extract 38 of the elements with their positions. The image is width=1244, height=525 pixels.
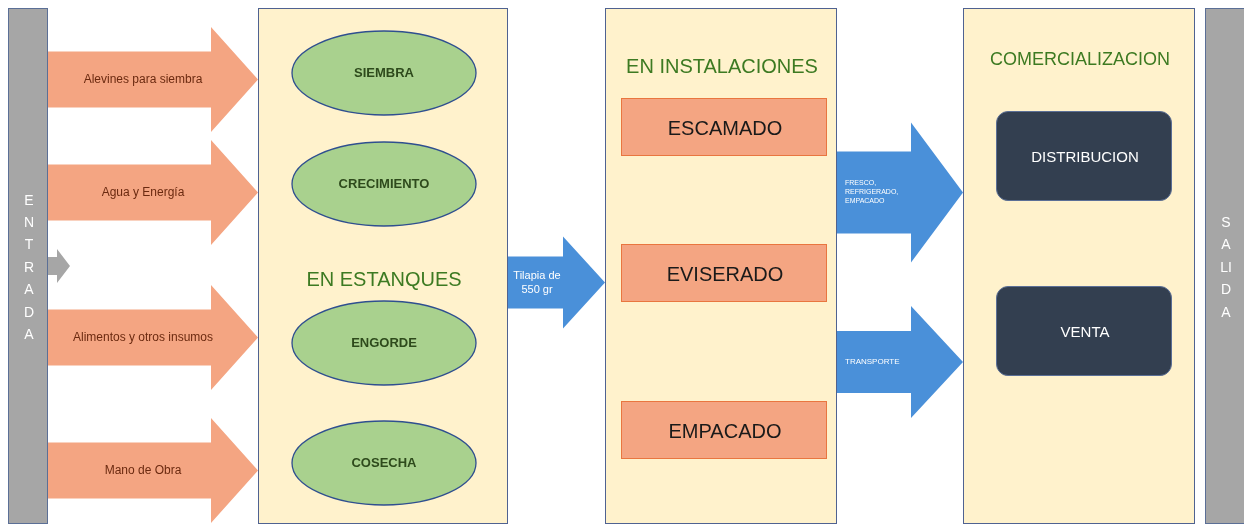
label-text: EVISERADO xyxy=(666,261,784,287)
label-text: ENGORDE xyxy=(351,334,417,352)
label-text: SALIDA xyxy=(1219,213,1233,322)
label-text: COSECHA xyxy=(351,454,417,472)
stage-panel xyxy=(258,8,508,524)
edge-label: Alimentos y otros insumos xyxy=(71,329,215,346)
process-box xyxy=(621,401,827,459)
process-box xyxy=(621,244,827,302)
block-arrow xyxy=(508,236,605,329)
block-arrow xyxy=(837,122,963,263)
process-box xyxy=(996,286,1172,376)
label-text: DISTRIBUCION xyxy=(1031,147,1139,167)
panel-title: EN ESTANQUES xyxy=(306,266,462,292)
stage-panel xyxy=(605,8,837,524)
label-text: ENTRADA xyxy=(22,190,36,344)
edge-label: Alevines para siembra xyxy=(82,71,204,88)
side-bar xyxy=(8,8,48,524)
block-arrow xyxy=(48,418,258,523)
label-text: SIEMBRA xyxy=(354,64,414,82)
label-text: CRECIMIENTO xyxy=(338,175,430,193)
block-arrow xyxy=(48,27,258,132)
panel-title: EN INSTALACIONES xyxy=(626,53,818,79)
stage-panel xyxy=(963,8,1195,524)
side-bar xyxy=(1205,8,1244,524)
block-arrow xyxy=(48,249,70,283)
process-box xyxy=(996,111,1172,201)
block-arrow xyxy=(837,306,963,418)
block-arrow xyxy=(48,285,258,390)
block-arrow xyxy=(48,140,258,245)
edge-label: Mano de Obra xyxy=(103,462,183,479)
label-text: ESCAMADO xyxy=(667,115,783,141)
edge-label: Agua y Energía xyxy=(100,184,186,201)
edge-label: Tilapia de 550 gr xyxy=(512,267,562,297)
edge-label: TRANSPORTE xyxy=(845,356,901,368)
panel-title: COMERCIALIZACION xyxy=(990,47,1170,71)
process-box xyxy=(621,98,827,156)
label-text: VENTA xyxy=(1060,322,1110,342)
label-text: EMPACADO xyxy=(668,418,782,444)
